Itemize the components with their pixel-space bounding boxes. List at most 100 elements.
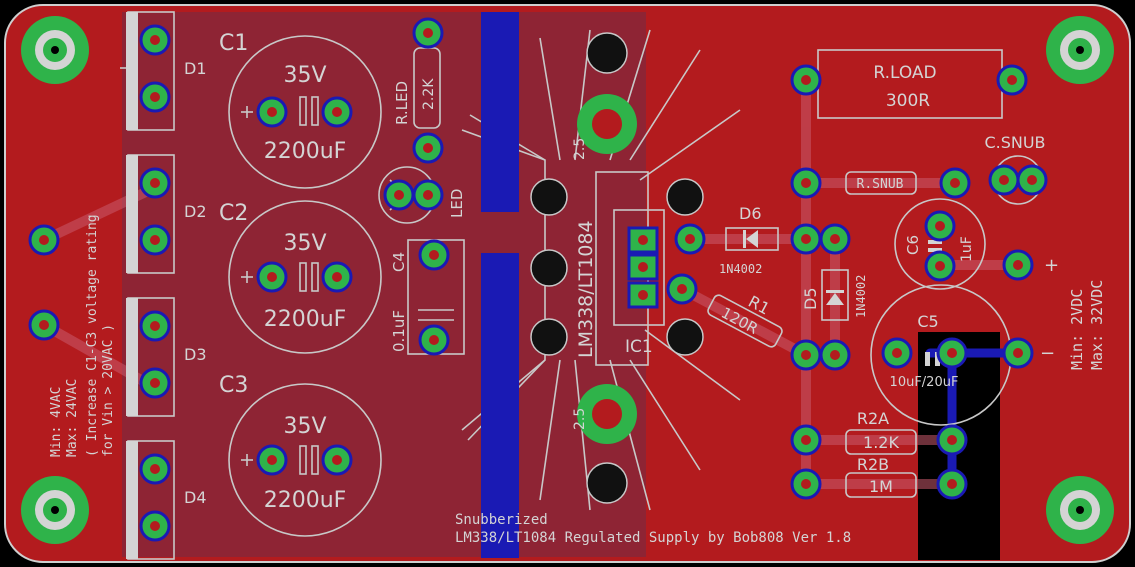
diode-bands-left: [126, 12, 138, 559]
input-note-line1: Min: 4VAC: [49, 387, 64, 457]
pad-icon: [790, 468, 822, 500]
output-minus: −: [1040, 343, 1055, 364]
pad-icon: [627, 253, 659, 281]
ic-part-label: LM338/LT1084: [575, 220, 597, 358]
r2a-value: 1.2K: [863, 433, 899, 452]
pad-icon: [988, 164, 1020, 196]
label-r2b: R2B: [857, 455, 889, 474]
rled-value: 2.2K: [421, 78, 437, 110]
pad-icon: [256, 96, 288, 128]
c1-value: 2200uF: [264, 139, 347, 164]
label-d5: D5: [801, 288, 820, 311]
label-ic1: IC1: [625, 337, 653, 357]
pad-icon: [790, 424, 822, 456]
pad-icon: [790, 339, 822, 371]
input-note-line4: for Vin > 20VAC ): [101, 324, 116, 457]
pad-icon: [790, 64, 822, 96]
c1-voltage: 35V: [283, 63, 326, 88]
input-note-line3: ( Increase C1-C3 voltage rating: [85, 214, 100, 457]
pad-icon: [256, 261, 288, 293]
label-d4: D4: [184, 488, 207, 507]
pad-icon: [790, 223, 822, 255]
board-title-line2: LM338/LT1084 Regulated Supply by Bob808 …: [455, 530, 851, 546]
label-c3: C3: [219, 373, 248, 398]
pad-icon: [139, 367, 171, 399]
pad-icon: [936, 337, 968, 369]
label-rload: R.LOAD: [873, 63, 936, 83]
heatsink-label-top: 2.5: [572, 138, 588, 160]
output-plus: +: [1044, 255, 1059, 276]
c3-voltage: 35V: [283, 414, 326, 439]
input-note-line2: Max: 24VAC: [65, 379, 80, 457]
pad-icon: [412, 132, 444, 164]
d6-value: 1N4002: [719, 262, 762, 276]
pad-icon: [1016, 164, 1048, 196]
heatsink-label-bottom: 2.5: [572, 408, 588, 430]
output-max: Max: 32VDC: [1088, 280, 1106, 370]
pad-icon: [881, 337, 913, 369]
c2-voltage: 35V: [283, 231, 326, 256]
pad-icon: [1002, 337, 1034, 369]
label-c2: C2: [219, 201, 248, 226]
label-c1: C1: [219, 31, 248, 56]
rload-value: 300R: [886, 91, 930, 111]
pad-icon: [924, 250, 956, 282]
pad-icon: [819, 339, 851, 371]
pad-icon: [939, 167, 971, 199]
pad-icon: [139, 224, 171, 256]
heatsink-screw-pad-icon: [577, 94, 637, 444]
mounting-hole-icon: [21, 16, 1114, 544]
pad-icon: [936, 468, 968, 500]
output-min: Min: 2VDC: [1068, 289, 1086, 370]
pad-icon: [139, 167, 171, 199]
c6-value: 1uF: [959, 236, 975, 262]
pad-icon: [321, 261, 353, 293]
label-rsnub: R.SNUB: [857, 177, 904, 192]
c2-value: 2200uF: [264, 307, 347, 332]
copper-strip-bottom: [481, 253, 519, 558]
d5-value: 1N4002: [854, 275, 868, 318]
pad-icon: [139, 453, 171, 485]
pad-icon: [924, 210, 956, 242]
label-d6: D6: [739, 204, 762, 223]
pad-icon: [674, 223, 706, 255]
label-c5: C5: [917, 312, 938, 331]
pad-icon: [28, 224, 60, 256]
pad-icon: [627, 281, 659, 309]
capacitor-symbol-icon: [925, 240, 942, 366]
pad-icon: [418, 324, 450, 356]
pad-icon: [256, 444, 288, 476]
silk-capacitors-large: [228, 35, 1043, 537]
pad-icon: [1002, 249, 1034, 281]
pad-icon: [139, 310, 171, 342]
pad-icon: [321, 444, 353, 476]
pad-icon: [139, 81, 171, 113]
label-led: LED: [448, 189, 466, 218]
c3-value: 2200uF: [264, 488, 347, 513]
pad-icon: [996, 64, 1028, 96]
label-c4: C4: [390, 252, 408, 272]
ground-pour: [122, 12, 646, 557]
pad-icon: [139, 510, 171, 542]
label-d2: D2: [184, 202, 207, 221]
heatsink-hole-icon: [530, 32, 704, 504]
pad-icon: [418, 239, 450, 271]
pad-icon: [412, 17, 444, 49]
label-d3: D3: [184, 345, 207, 364]
board-title-line1: Snubberized: [455, 512, 548, 528]
c5-value: 10uF/20uF: [890, 375, 959, 390]
label-csnub: C.SNUB: [984, 133, 1045, 152]
pad-icon: [936, 424, 968, 456]
pad-icon: [412, 179, 444, 211]
pad-icon: [666, 273, 698, 305]
pad-icon: [790, 167, 822, 199]
label-d1: D1: [184, 59, 207, 78]
pad-icon: [321, 96, 353, 128]
pad-icon: [627, 226, 659, 254]
copper-strip-top: [481, 12, 519, 212]
pads: [28, 17, 1048, 542]
label-rled: R.LED: [393, 81, 411, 125]
pad-icon: [28, 309, 60, 341]
pad-icon: [139, 24, 171, 56]
